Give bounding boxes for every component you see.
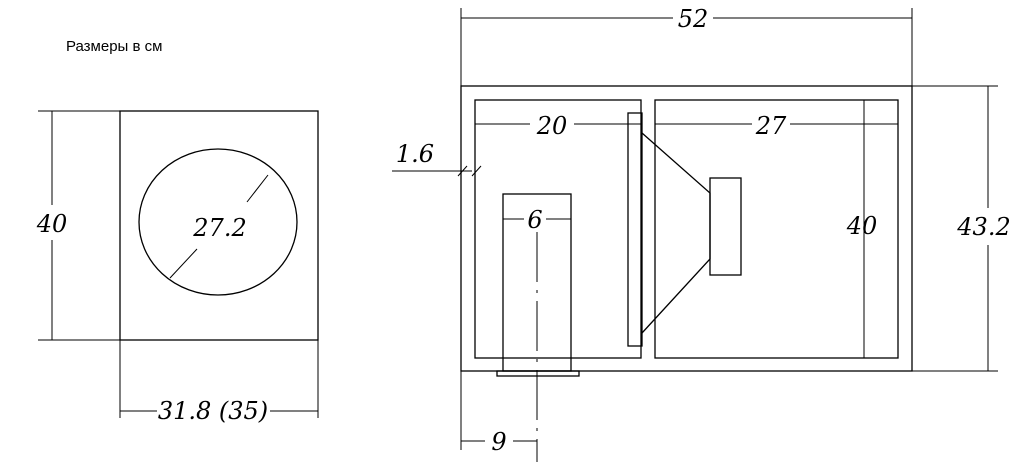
speaker-diameter-line-a <box>169 248 198 279</box>
speaker-baffle <box>627 112 643 347</box>
panel-thickness-tick-a <box>457 165 468 177</box>
panel-thickness-tick-b <box>471 165 482 177</box>
speaker-diameter-line-b <box>246 174 269 203</box>
port-offset-label: 9 <box>491 428 506 456</box>
port-chamber-length-label: 20 <box>536 112 568 140</box>
overall-height-label: 43.2 <box>956 213 1010 241</box>
speaker-magnet <box>709 177 742 276</box>
front-panel <box>119 110 319 341</box>
outer-box <box>460 85 913 372</box>
front-width-label: 31.8 (35) <box>158 397 268 425</box>
front-height-label: 40 <box>36 210 68 238</box>
units-note: Размеры в см <box>66 38 162 55</box>
front-view: 40 31.8 (35) 27.2 <box>36 110 319 425</box>
speaker-diameter-label: 27.2 <box>192 214 246 242</box>
speaker-cone <box>641 132 711 334</box>
speaker-chamber-length-label: 27 <box>755 112 787 140</box>
panel-thickness-label: 1.6 <box>396 140 434 168</box>
port-flange <box>496 370 580 377</box>
inner-height-label: 40 <box>846 212 878 240</box>
speaker-chamber <box>654 99 899 359</box>
port-width-label: 6 <box>527 206 542 234</box>
overall-length-label: 52 <box>678 5 709 33</box>
speaker-cutout <box>138 148 298 296</box>
side-section: 52 43.2 20 27 40 1.6 6 <box>392 5 1011 462</box>
port-chamber <box>474 99 642 359</box>
